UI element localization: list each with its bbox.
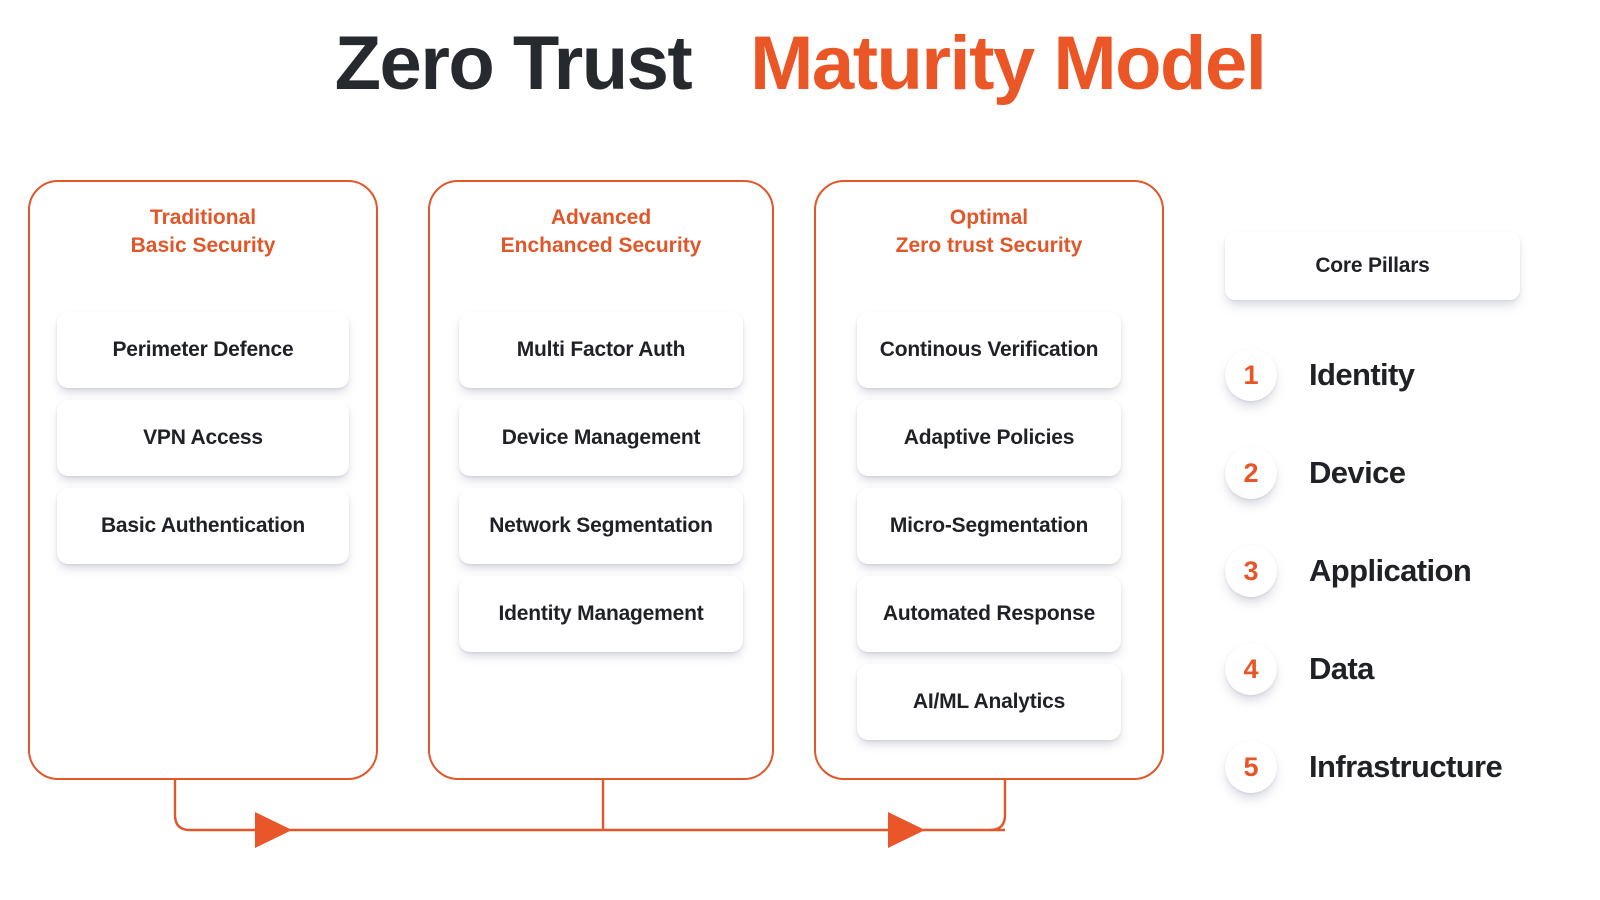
stage-panel-traditional[interactable]: Traditional Basic Security Perimeter Def… (28, 180, 378, 780)
pillar-label: Data (1309, 651, 1374, 686)
stage-item-card[interactable]: Identity Management (459, 576, 743, 652)
stage-heading-line2: Basic Security (130, 233, 276, 257)
pillar-label: Device (1309, 455, 1406, 490)
stage-panel-heading: Traditional Basic Security (30, 204, 376, 260)
stage-heading-line2: Zero trust Security (895, 233, 1083, 257)
stage-item-card[interactable]: VPN Access (57, 400, 349, 476)
stage-item-card[interactable]: Micro-Segmentation (857, 488, 1121, 564)
arrow-right-icon (888, 812, 925, 848)
pillar-label: Application (1309, 553, 1472, 588)
stage-heading-line1: Traditional (149, 206, 257, 229)
pillar-number-badge: 5 (1225, 741, 1277, 793)
stage-panel-advanced[interactable]: Advanced Enchanced Security Multi Factor… (428, 180, 774, 780)
stage-item-card[interactable]: Multi Factor Auth (459, 312, 743, 388)
stage-item-card[interactable]: AI/ML Analytics (857, 664, 1121, 740)
page-title-secondary: Maturity Model (750, 21, 1267, 106)
flow-line-left (173, 778, 1005, 832)
pillar-number-badge: 1 (1225, 349, 1277, 401)
stage-item-card[interactable]: Continous Verification (857, 312, 1121, 388)
arrow-right-icon (255, 812, 292, 848)
stage-panel-optimal[interactable]: Optimal Zero trust Security Continous Ve… (814, 180, 1164, 780)
stage-item-card[interactable]: Device Management (459, 400, 743, 476)
stage-heading-line1: Optimal (949, 206, 1029, 229)
pillar-row-application[interactable]: 3 Application (1225, 545, 1585, 597)
stage-panel-heading: Optimal Zero trust Security (816, 204, 1162, 260)
stage-item-card[interactable]: Network Segmentation (459, 488, 743, 564)
flow-line-right (989, 778, 1007, 832)
stage-panel-heading: Advanced Enchanced Security (430, 204, 772, 260)
pillar-label: Infrastructure (1309, 749, 1503, 784)
pillar-row-identity[interactable]: 1 Identity (1225, 349, 1585, 401)
core-pillars-heading: Core Pillars (1225, 232, 1520, 300)
pillar-number-badge: 2 (1225, 447, 1277, 499)
stage-item-card[interactable]: Basic Authentication (57, 488, 349, 564)
pillar-row-infrastructure[interactable]: 5 Infrastructure (1225, 741, 1585, 793)
pillar-number-badge: 3 (1225, 545, 1277, 597)
stage-heading-line2: Enchanced Security (500, 233, 702, 257)
pillar-row-data[interactable]: 4 Data (1225, 643, 1585, 695)
stage-item-list: Perimeter Defence VPN Access Basic Authe… (57, 312, 349, 576)
stage-item-card[interactable]: Automated Response (857, 576, 1121, 652)
page-title-primary: Zero Trust (334, 21, 693, 106)
stage-heading-line1: Advanced (550, 206, 652, 229)
pillar-row-device[interactable]: 2 Device (1225, 447, 1585, 499)
stage-item-list: Continous Verification Adaptive Policies… (857, 312, 1121, 752)
stage-item-card[interactable]: Adaptive Policies (857, 400, 1121, 476)
stage-item-card[interactable]: Perimeter Defence (57, 312, 349, 388)
page-title: Zero Trust Maturity Model (0, 26, 1600, 102)
stage-item-list: Multi Factor Auth Device Management Netw… (459, 312, 743, 664)
pillar-label: Identity (1309, 357, 1415, 392)
pillar-number-badge: 4 (1225, 643, 1277, 695)
